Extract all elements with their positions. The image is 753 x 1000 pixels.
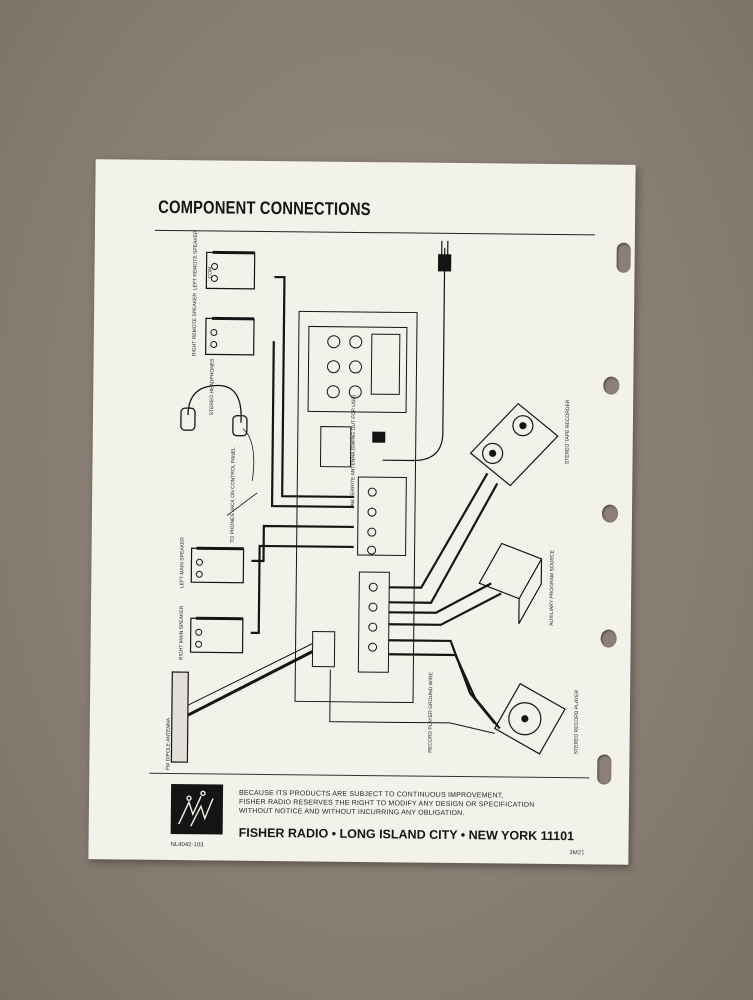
aux-source-label: AUXILIARY PROGRAM SOURCE bbox=[549, 549, 556, 626]
fm-dipole-antenna bbox=[170, 643, 314, 763]
tape-recorder-label: STEREO TAPE RECORDER bbox=[565, 399, 572, 464]
right-main-speaker bbox=[189, 616, 244, 654]
record-player-label: STEREO RECORD PLAYER bbox=[573, 689, 580, 754]
right-remote-speaker-label: RIGHT REMOTE SPEAKER bbox=[192, 293, 199, 357]
stereo-headphones bbox=[180, 384, 255, 481]
left-remote-speaker bbox=[205, 250, 256, 290]
fm-antenna-label: FM DIPOLE ANTENNA bbox=[165, 717, 172, 770]
receiver-back-panel bbox=[294, 310, 418, 704]
improvement-notice: BECAUSE ITS PRODUCTS ARE SUBJECT TO CONT… bbox=[238, 789, 535, 818]
headphones-label: STEREO HEADPHONES bbox=[209, 358, 216, 416]
auxiliary-program-source bbox=[478, 542, 543, 624]
phones-jack-label: TO PHONES JACK ON CONTROL PANEL bbox=[230, 447, 237, 543]
stereo-tape-recorder bbox=[469, 402, 559, 487]
document-code: NL4042-103 bbox=[170, 842, 204, 849]
com-label: COM bbox=[207, 267, 213, 279]
connection-diagram: LEFT REMOTE SPEAKER RIGHT REMOTE SPEAKER… bbox=[165, 230, 580, 770]
left-main-speaker bbox=[190, 546, 245, 584]
fisher-logo bbox=[170, 784, 224, 835]
phones-jack-pointer bbox=[226, 492, 258, 516]
stereo-record-player bbox=[493, 682, 566, 755]
power-cord bbox=[382, 240, 452, 462]
right-remote-speaker bbox=[205, 316, 255, 356]
right-main-speaker-label: RIGHT MAIN SPEAKER bbox=[178, 605, 185, 660]
ground-wire-label: RECORD PLAYER GROUND WIRE bbox=[427, 672, 434, 753]
ground-wire bbox=[329, 669, 495, 734]
speaker-wires bbox=[250, 275, 355, 635]
manual-page: COMPONENT CONNECTIONS bbox=[88, 159, 636, 865]
signal-cables bbox=[388, 472, 502, 730]
am-antenna-label: AM FERRITE ANTENNA (SWING OUT FOR USE) bbox=[350, 394, 357, 507]
left-remote-speaker-label: LEFT REMOTE SPEAKER bbox=[192, 230, 199, 290]
print-code: 3M21 bbox=[569, 850, 585, 857]
left-main-speaker-label: LEFT MAIN SPEAKER bbox=[179, 537, 186, 588]
